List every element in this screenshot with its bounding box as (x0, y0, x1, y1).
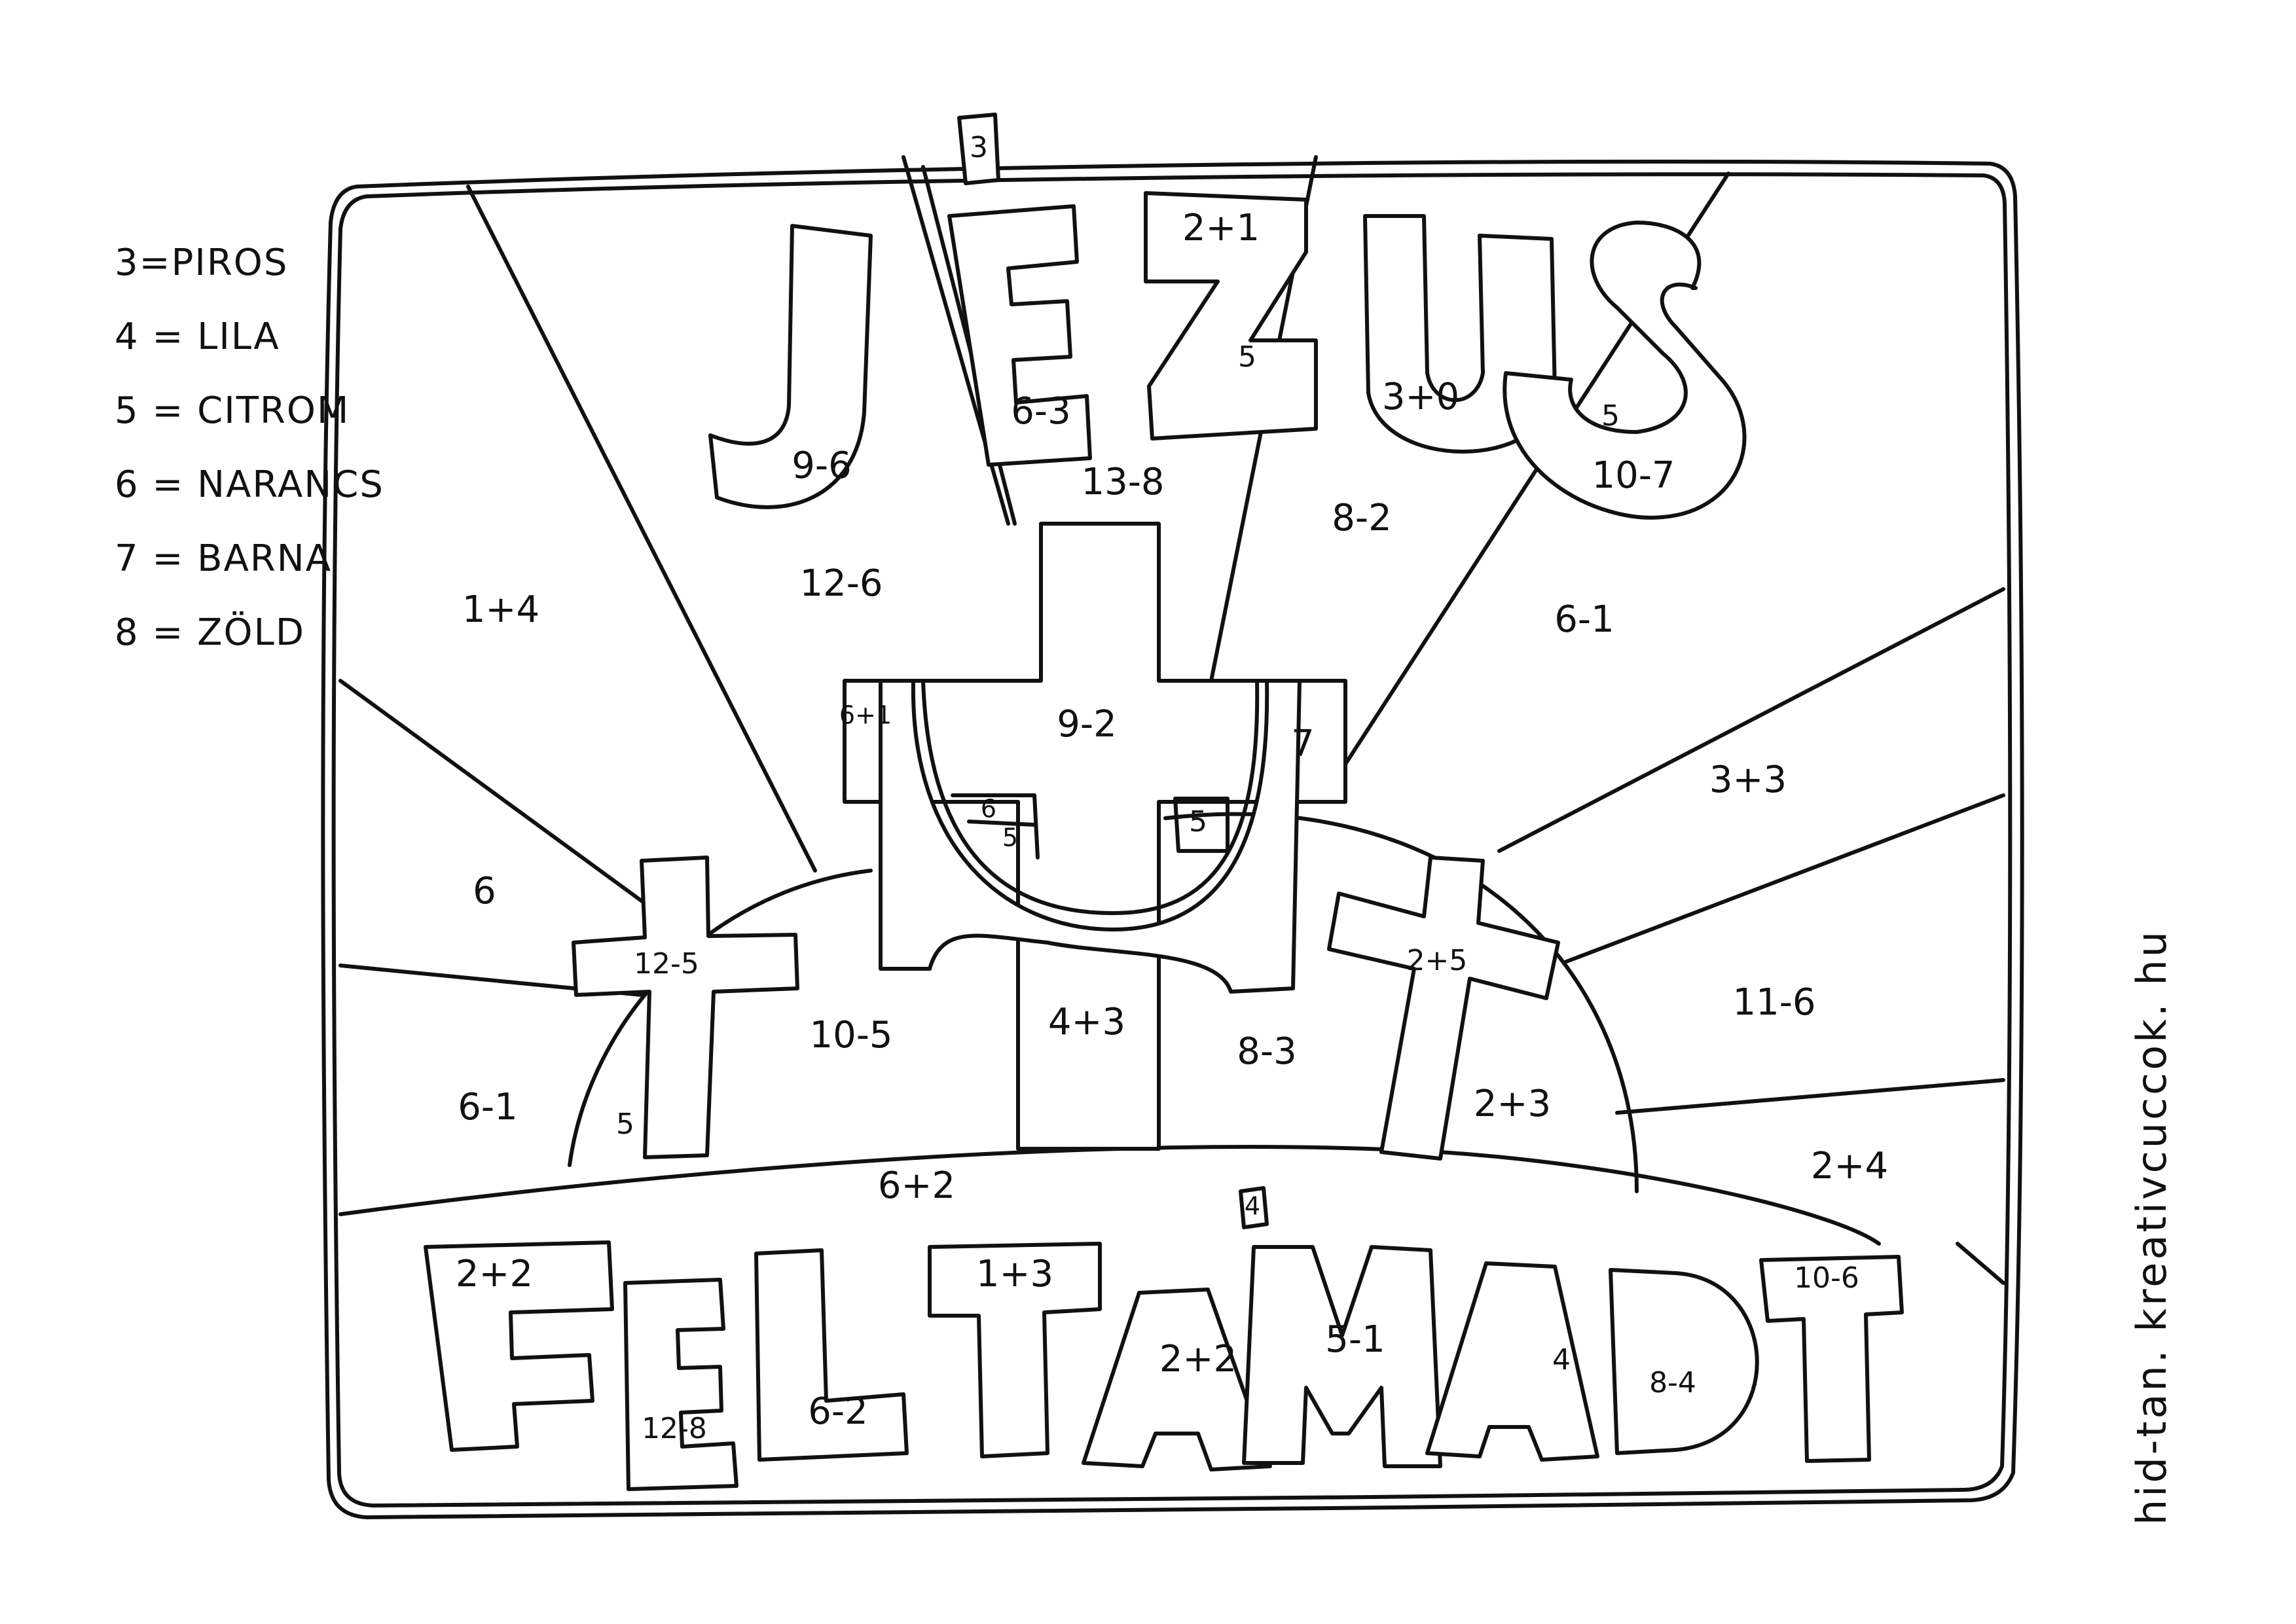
region-label-ray-top-mid: 13-8 (1081, 461, 1164, 503)
region-label-cross-right: 2+5 (1407, 944, 1468, 977)
region-label-ray-left-low: 6-1 (458, 1086, 517, 1128)
legend-row: 6 = NARANCS (115, 463, 384, 506)
region-label-ray-left-top: 12-6 (799, 562, 883, 605)
region-label-cross-center-base: 4+3 (1048, 1001, 1125, 1043)
region-label-ray-right: 6-1 (1554, 598, 1614, 641)
region-label-z-box: 2+1 (1182, 207, 1260, 249)
region-label-hill-left: 10-5 (809, 1014, 892, 1056)
region-label-ray-right-mid: 3+3 (1709, 759, 1787, 801)
region-label-ray-right-top: 8-2 (1332, 497, 1391, 539)
region-label-ray-left-mid: 6 (473, 870, 496, 912)
title-jezus-letters (708, 113, 1747, 520)
region-label-t-box: 1+3 (976, 1253, 1053, 1295)
legend-row: 8 = ZÖLD (115, 611, 305, 654)
legend-row: 4 = LILA (115, 316, 280, 358)
right-cross (1327, 856, 1560, 1161)
center-cross (843, 522, 1347, 1151)
region-label-f-box: 2+2 (456, 1253, 533, 1295)
region-label-cloth-mid-a: 6 (981, 795, 996, 823)
shroud-cloth (879, 679, 1302, 994)
legend-row: 3=PIROS (115, 242, 289, 284)
region-label-cross-left: 12-5 (634, 947, 699, 981)
frame-outer (321, 159, 2024, 1519)
left-cross (572, 856, 799, 1159)
region-label-hill-right-small: 2+3 (1474, 1083, 1551, 1125)
title-feltamadt-letters (424, 1186, 1904, 1491)
ground-line (338, 1145, 1881, 1246)
region-label-d: 8-4 (1649, 1366, 1696, 1399)
frame-inner (331, 172, 2013, 1507)
region-label-u: 3+0 (1382, 376, 1459, 418)
region-label-accent-a: 4 (1245, 1192, 1260, 1221)
region-label-t2-box: 10-6 (1794, 1261, 1859, 1295)
region-label-e: 6-3 (1011, 390, 1070, 433)
region-label-cross-center: 9-2 (1057, 703, 1116, 746)
region-label-s-inner: 5 (1601, 399, 1620, 433)
region-label-z: 5 (1238, 340, 1256, 374)
region-label-s: 10-7 (1592, 454, 1675, 497)
region-label-m: 5-1 (1325, 1318, 1385, 1361)
region-label-ground: 6+2 (878, 1164, 955, 1207)
region-label-cloth-right-small: 5 (1189, 805, 1207, 839)
region-label-hill-right: 8-3 (1237, 1030, 1296, 1073)
region-label-ray-left: 1+4 (462, 588, 539, 631)
region-label-hill-left-small: 5 (616, 1108, 634, 1141)
region-label-l: 6-2 (808, 1390, 867, 1433)
region-label-cloth-right: 7 (1291, 723, 1315, 765)
region-label-j: 9-6 (792, 444, 851, 487)
region-label-cloth-mid-b: 5 (1002, 823, 1018, 852)
legend-row: 5 = CITROM (115, 389, 350, 432)
region-label-a2: 4 (1552, 1343, 1571, 1377)
region-label-e-top: 3 (970, 131, 988, 164)
legend-row: 7 = BARNA (115, 537, 333, 580)
region-label-ray-right-bottom: 2+4 (1811, 1145, 1888, 1187)
region-label-e2: 12-8 (642, 1412, 707, 1445)
credit-text: hid-tan. kreativcuccok. hu (2128, 928, 2176, 1525)
region-label-a: 2+2 (1159, 1338, 1237, 1380)
region-label-ray-right-low: 11-6 (1732, 981, 1815, 1024)
region-labels: 9-6 3 6-3 2+1 5 3+0 5 10-7 13-8 8-2 12-6 1+4 6-1 9-2 6… (456, 131, 1888, 1445)
region-label-cloth-left: 6+1 (839, 701, 892, 730)
color-legend: 3=PIROS 4 = LILA 5 = CITROM 6 = NARANCS … (115, 226, 384, 670)
